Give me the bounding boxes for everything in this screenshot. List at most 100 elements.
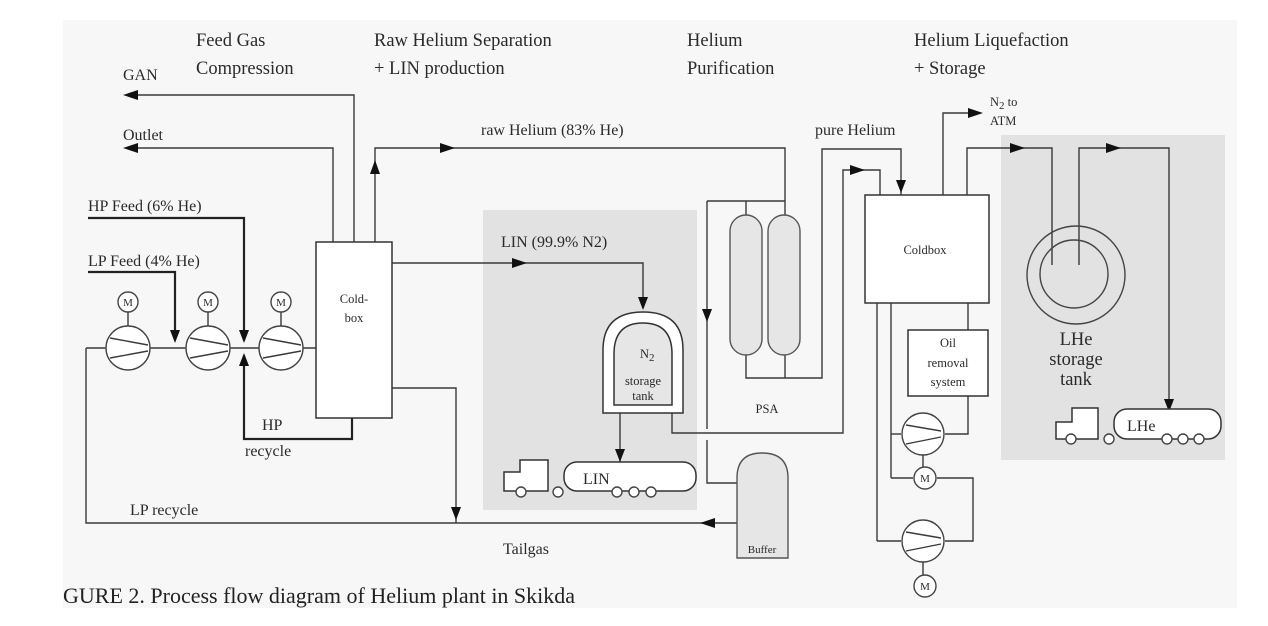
section-title-line1: Helium Liquefaction [914,31,1069,51]
section-helium-liquefaction: Helium Liquefaction + Storage [914,31,1069,79]
motor-loop-line [937,477,974,542]
svg-text:LIN: LIN [583,471,610,488]
lhe-truck: LHe [1055,407,1222,445]
arrow-pure-he-down [896,180,906,193]
svg-text:Oil: Oil [940,336,957,350]
lin-stream-label: LIN (99.9% N2) [501,234,607,251]
hp-feed-line [88,216,246,340]
svg-text:ATM: ATM [990,114,1016,128]
compressor-icon [185,325,231,371]
hp-recycle-line [242,356,354,441]
svg-text:tank: tank [1060,370,1093,390]
section-title-line2: Purification [687,59,774,79]
motor-icon [913,466,937,490]
tank-outlet-line [671,169,881,434]
pure-helium-line [745,148,902,379]
gan-label: GAN [123,67,158,84]
arrow-lin-down [638,297,648,310]
flow-arrows [123,90,1174,528]
svg-text:Cold-: Cold- [340,292,368,306]
section-title-line2: + LIN production [374,59,505,79]
figure-caption: GURE 2. Process flow diagram of Helium p… [63,583,575,608]
pure-helium-label: pure Helium [815,122,896,139]
svg-text:box: box [345,311,365,325]
section-title-line2: Compression [196,59,294,79]
hp-feed-label: HP Feed (6% He) [88,198,202,215]
svg-text:N2 to: N2 to [990,95,1017,112]
compressor-2: M [185,291,231,371]
lp-recycle-line [85,348,737,524]
svg-text:tank: tank [632,389,654,403]
lp-feed-label: LP Feed (4% He) [88,253,200,270]
lhe-fill-line [966,147,1053,265]
psa-unit: PSA [729,214,801,416]
compressor-icon [105,325,151,371]
svg-text:M: M [920,581,930,593]
compressor-3: M [258,291,304,371]
section-title-line1: Feed Gas [196,31,265,51]
recycle-compressor-2: M [901,519,945,598]
n2-storage-tank: N2 storage tank [602,311,684,414]
compressor-icon [901,412,945,456]
coldbox-raw-helium: Cold- box [315,241,393,419]
arrow-lhe-fill [1010,143,1025,153]
lin-truck: LIN [503,459,697,498]
motor-icon [117,291,139,313]
psa-vessel-2 [767,214,801,356]
svg-text:storage: storage [1049,350,1102,370]
piping [85,94,1170,542]
oil-removal-system: Oil removal system [907,329,989,397]
svg-text:M: M [203,297,213,309]
section-feed-gas-compression: Feed Gas Compression [196,31,294,79]
hp-recycle-label-2: recycle [245,443,291,460]
motor-icon [270,291,292,313]
n2-to-atm-label: N2 to ATM [990,95,1017,128]
arrow-buffer-out [700,518,715,528]
motor-icon [197,291,219,313]
compressor-icon [901,519,945,563]
n2-atm-line [942,112,975,195]
svg-text:removal: removal [928,356,969,370]
truck-cab-icon [1055,407,1099,440]
lp-feed-line [88,270,177,340]
arrow-n2-atm [968,108,983,118]
svg-text:Buffer: Buffer [748,544,777,556]
arrow-hp-feed [239,330,249,343]
svg-text:N2: N2 [640,347,655,364]
hp-recycle-label-1: HP [262,417,283,434]
section-helium-purification: Helium Purification [687,31,774,79]
svg-text:M: M [276,297,286,309]
arrow-tailgas-down [451,507,461,520]
arrow-lhe-truck [1164,399,1174,412]
lhe-region-shade [1001,135,1225,460]
svg-text:Coldbox: Coldbox [903,243,947,257]
arrow-psa-purge [702,309,712,322]
svg-text:system: system [931,375,966,389]
raw-helium-line [374,147,786,242]
coldbox-tailgas-line [392,387,457,523]
outlet-line [130,147,334,242]
raw-helium-label: raw Helium (83% He) [481,122,624,139]
compressor-icon [258,325,304,371]
psa-to-buffer-line [706,440,737,484]
arrow-raw-he [440,143,455,153]
lin-line [392,262,644,308]
section-title-line2: + Storage [914,59,986,79]
psa-vessel-1 [729,214,763,356]
lhe-truck-line [1078,147,1170,412]
compressor-1: M [105,291,151,371]
svg-text:PSA: PSA [756,402,779,416]
arrow-outlet [123,143,138,153]
lhe-storage-tank: LHe storage tank [1026,225,1126,390]
recycle-compressor-1: M [901,412,945,490]
arrow-lhe-out [1106,143,1121,153]
buffer-tank: Buffer [736,452,789,559]
coldbox-liquefier: Coldbox [864,194,990,304]
svg-text:LHe: LHe [1127,418,1155,435]
gan-line [130,94,355,242]
arrow-gan [123,90,138,100]
motor-icon [913,574,937,598]
svg-text:LHe: LHe [1060,330,1093,350]
tailgas-label: Tailgas [503,541,549,558]
